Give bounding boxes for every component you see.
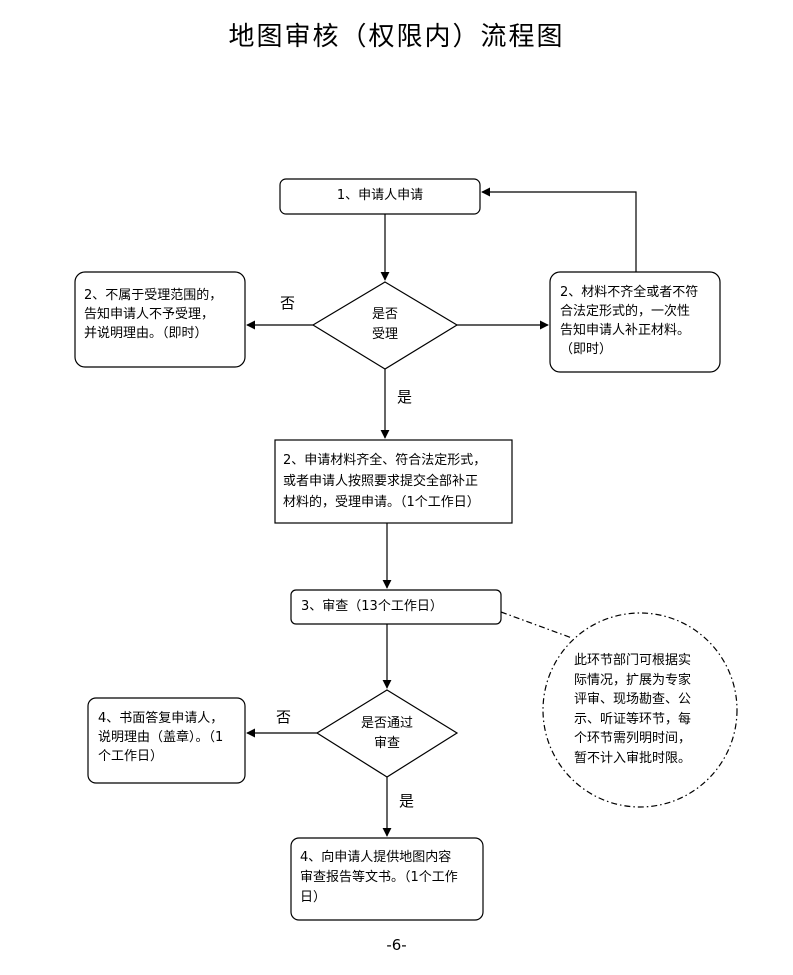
report-line-3: 日） (300, 890, 327, 905)
pass-decision-line-2: 审查 (373, 736, 400, 751)
accepted-line-1: 2、申请材料齐全、符合法定形式， (283, 453, 487, 468)
supplement-text: 2、材料不齐全或者不符 合法定形式的，一次性 告知申请人补正材料。 （即时） (560, 283, 725, 359)
reject-text: 2、不属于受理范围的， 告知申请人不予受理， 并说明理由。（即时） (84, 286, 249, 343)
no-label-pass: 否 (276, 708, 292, 726)
supplement-line-1: 2、材料不齐全或者不符 (560, 285, 699, 300)
accepted-box (274, 439, 513, 524)
note-line-4: 示、听证等环节，每 (574, 711, 692, 727)
reject-line-1: 2、不属于受理范围的， (84, 288, 223, 303)
yes-label-accept: 是 (397, 388, 413, 406)
report-text: 4、向申请人提供地图内容 审查报告等文书。（1个工作 日） (300, 848, 485, 908)
arrow-supplement-back-to-apply (481, 187, 637, 272)
reject-box (74, 271, 246, 368)
supplement-box (549, 271, 721, 373)
note-callout-line (500, 611, 573, 639)
report-line-1: 4、向申请人提供地图内容 (300, 850, 452, 865)
note-line-2: 际情况，扩展为专家 (574, 672, 692, 688)
report-line-2: 审查报告等文书。（1个工作 (300, 870, 458, 885)
reply-line-3: 个工作日） (98, 749, 164, 764)
reject-line-2: 告知申请人不予受理， (84, 307, 215, 322)
reply-line-2: 说明理由（盖章）。（1 (98, 730, 224, 745)
accept-decision-line-1: 是否 (371, 307, 398, 322)
supplement-line-4: （即时） (560, 342, 613, 357)
yes-label-pass: 是 (399, 792, 415, 810)
apply-box (279, 178, 481, 215)
note-line-1: 此环节部门可根据实 (574, 653, 692, 668)
note-circle (542, 612, 738, 808)
page-number: -6- (386, 936, 407, 954)
pass-decision-line-1: 是否通过 (360, 716, 413, 731)
no-label-accept: 否 (280, 294, 296, 312)
accepted-text: 2、申请材料齐全、符合法定形式， 或者申请人按照要求提交全部补正 材料的，受理申… (283, 450, 518, 513)
reject-line-3: 并说明理由。（即时） (84, 326, 208, 341)
accepted-line-3: 材料的，受理申请。（1个工作日） (283, 495, 480, 510)
review-box (290, 589, 502, 625)
pass-decision-label: 是否通过 审查 (332, 714, 442, 754)
review-label: 3、审查（13个工作日） (301, 599, 443, 614)
note-line-3: 评审、现场勘查、公 (574, 692, 692, 707)
note-line-5: 个环节需列明时间， (574, 731, 692, 746)
reply-line-1: 4、书面答复申请人， (98, 711, 224, 726)
report-box (290, 837, 484, 921)
apply-label: 1、申请人申请 (336, 188, 424, 203)
note-text: 此环节部门可根据实 际情况，扩展为专家 评审、现场勘查、公 示、听证等环节，每 … (574, 651, 714, 768)
reply-text: 4、书面答复申请人， 说明理由（盖章）。（1 个工作日） (98, 709, 248, 766)
reply-box (87, 697, 246, 784)
supplement-line-3: 告知申请人补正材料。 (560, 323, 691, 338)
note-line-6: 暂不计入审批时限。 (574, 750, 692, 766)
accept-decision-line-2: 受理 (371, 327, 398, 342)
accept-decision-label: 是否 受理 (335, 305, 435, 345)
accepted-line-2: 或者申请人按照要求提交全部补正 (283, 474, 479, 489)
supplement-line-2: 合法定形式的，一次性 (560, 304, 691, 319)
page-title: 地图审核（权限内）流程图 (228, 22, 565, 52)
